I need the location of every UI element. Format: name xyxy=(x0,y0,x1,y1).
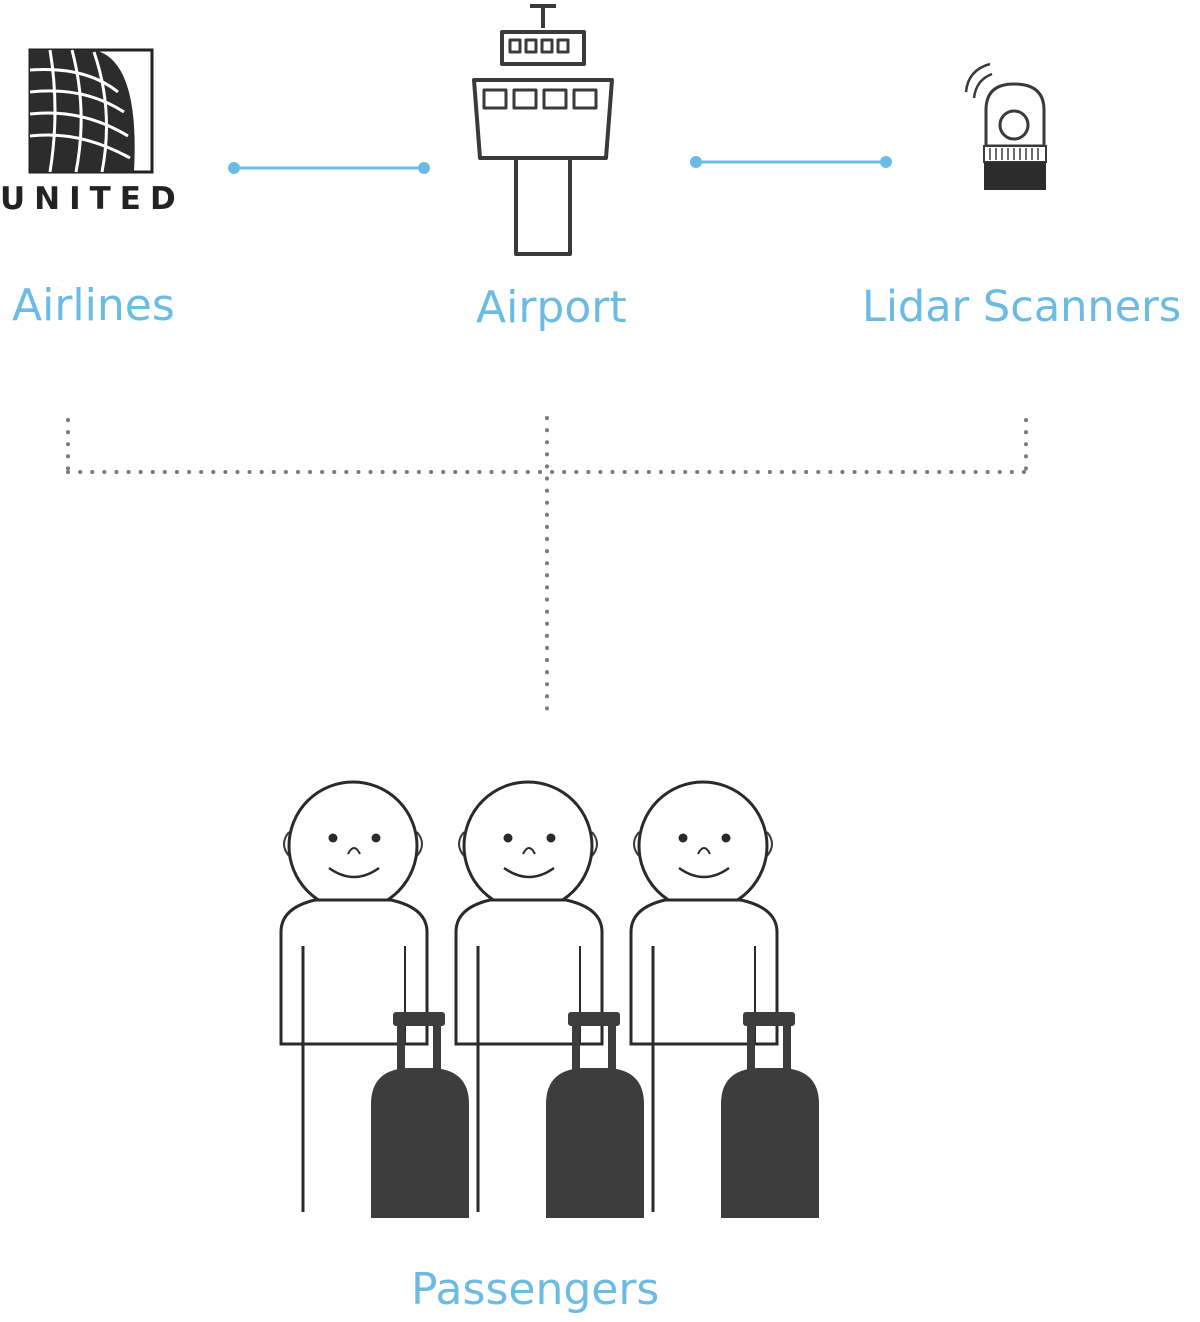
passenger-icon xyxy=(629,780,821,1220)
passenger-icon xyxy=(279,780,471,1220)
united-globe-logo-icon xyxy=(28,48,154,174)
united-logo-wordmark: UNITED xyxy=(0,181,185,217)
connector-airlines-airport xyxy=(228,162,430,174)
passenger-icon xyxy=(454,780,646,1220)
lidar-scanner-icon xyxy=(964,62,1047,190)
passengers-label: Passengers xyxy=(411,1264,660,1315)
passenger-group xyxy=(279,780,821,1220)
dotted-connector-tree xyxy=(66,416,1028,718)
lidar-scanners-label: Lidar Scanners xyxy=(862,282,1182,332)
connector-airport-lidar xyxy=(690,156,892,168)
control-tower-icon xyxy=(472,4,614,256)
airport-label: Airport xyxy=(476,282,627,333)
airlines-label: Airlines xyxy=(12,280,175,331)
